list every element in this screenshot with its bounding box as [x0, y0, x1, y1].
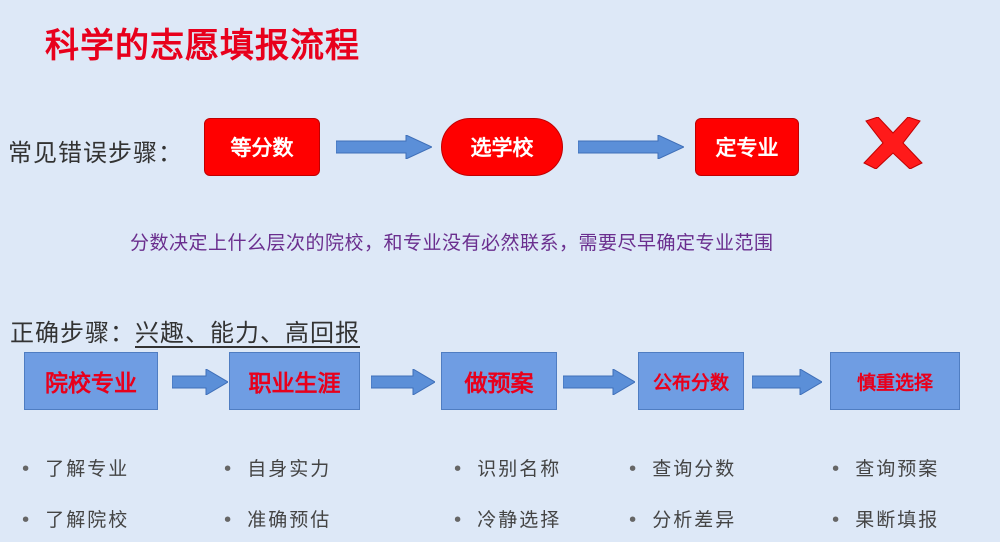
wrong-steps-label: 常见错误步骤：	[8, 139, 183, 167]
right-steps-label: 正确步骤：兴趣、能力、高回报	[10, 313, 360, 348]
bullet-dot-icon: •	[830, 509, 844, 531]
list-item: • 了解院校	[20, 505, 129, 532]
list-item: • 准确预估	[222, 505, 331, 532]
bullet-dot-icon: •	[20, 458, 34, 480]
list-item-text: 自身实力	[247, 458, 332, 480]
list-item-text: 准确预估	[247, 509, 332, 531]
list-item: • 识别名称	[452, 454, 561, 481]
right-arrow-icon	[578, 135, 684, 159]
list-item: • 果断填报	[830, 505, 939, 532]
step-box-career: 职业生涯	[229, 352, 360, 410]
wrong-step-box-major: 定专业	[695, 118, 799, 176]
bullet-dot-icon: •	[222, 509, 236, 531]
step-box-careful-choice: 慎重选择	[830, 352, 960, 410]
list-item-text: 了解专业	[45, 458, 130, 480]
list-item-text: 识别名称	[477, 458, 562, 480]
step-box-school-major: 院校专业	[24, 352, 158, 410]
list-item: • 查询预案	[830, 454, 939, 481]
right-arrow-icon	[371, 369, 435, 395]
right-arrow-icon	[752, 369, 822, 395]
bullet-dot-icon: •	[452, 509, 466, 531]
list-item-text: 果断填报	[855, 509, 940, 531]
wrong-step-box-score: 等分数	[204, 118, 320, 176]
step-box-score-release: 公布分数	[638, 352, 744, 410]
right-arrow-icon	[336, 135, 432, 159]
list-item-text: 查询分数	[652, 458, 737, 480]
bullet-dot-icon: •	[627, 509, 641, 531]
bullet-dot-icon: •	[20, 509, 34, 531]
bullet-dot-icon: •	[222, 458, 236, 480]
list-item-text: 分析差异	[652, 509, 737, 531]
list-item-text: 了解院校	[45, 509, 130, 531]
bullet-dot-icon: •	[452, 458, 466, 480]
list-item: • 了解专业	[20, 454, 129, 481]
list-item-text: 查询预案	[855, 458, 940, 480]
wrong-step-box-school: 选学校	[441, 118, 563, 176]
page-title: 科学的志愿填报流程	[45, 26, 360, 66]
right-arrow-icon	[172, 369, 228, 395]
explanation-note: 分数决定上什么层次的院校，和专业没有必然联系，需要尽早确定专业范围	[130, 232, 774, 254]
list-item: • 查询分数	[627, 454, 736, 481]
step-box-plan: 做预案	[441, 352, 557, 410]
list-item: • 自身实力	[222, 454, 331, 481]
bullet-dot-icon: •	[830, 458, 844, 480]
right-steps-label-keywords: 兴趣、能力、高回报	[135, 319, 360, 347]
red-x-icon	[863, 117, 923, 169]
list-item: • 冷静选择	[452, 505, 561, 532]
right-steps-label-prefix: 正确步骤：	[10, 319, 135, 347]
right-arrow-icon	[563, 369, 635, 395]
bullet-dot-icon: •	[627, 458, 641, 480]
list-item-text: 冷静选择	[477, 509, 562, 531]
list-item: • 分析差异	[627, 505, 736, 532]
